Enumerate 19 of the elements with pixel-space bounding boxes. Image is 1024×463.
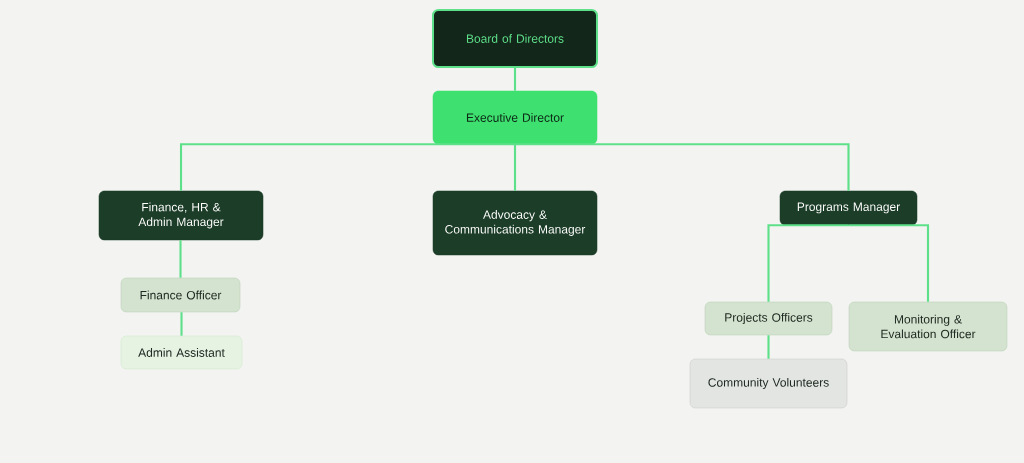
board-box: Board of Directors [432,9,598,68]
manager-box: Advocacy & Communications Manager [432,190,598,256]
manager-box: Finance, HR & Admin Manager [98,190,264,241]
connector-line [180,312,183,336]
connector-line [767,224,849,302]
connector-line [767,335,770,359]
assistant-box: Admin Assistant [120,335,243,370]
connector-line [179,143,515,191]
connector-line [848,224,930,302]
officer-box: Projects Officers [704,301,833,336]
officer-box: Finance Officer [120,277,241,313]
volunteer-box: Community Volunteers [689,358,848,409]
connector-line [179,240,182,278]
manager-box: Programs Manager [779,190,918,226]
connector-line [515,143,850,191]
officer-box: Monitoring & Evaluation Officer [848,301,1008,352]
executive-box: Executive Director [432,90,598,145]
connector-line [513,144,517,191]
connector-line [513,68,517,91]
